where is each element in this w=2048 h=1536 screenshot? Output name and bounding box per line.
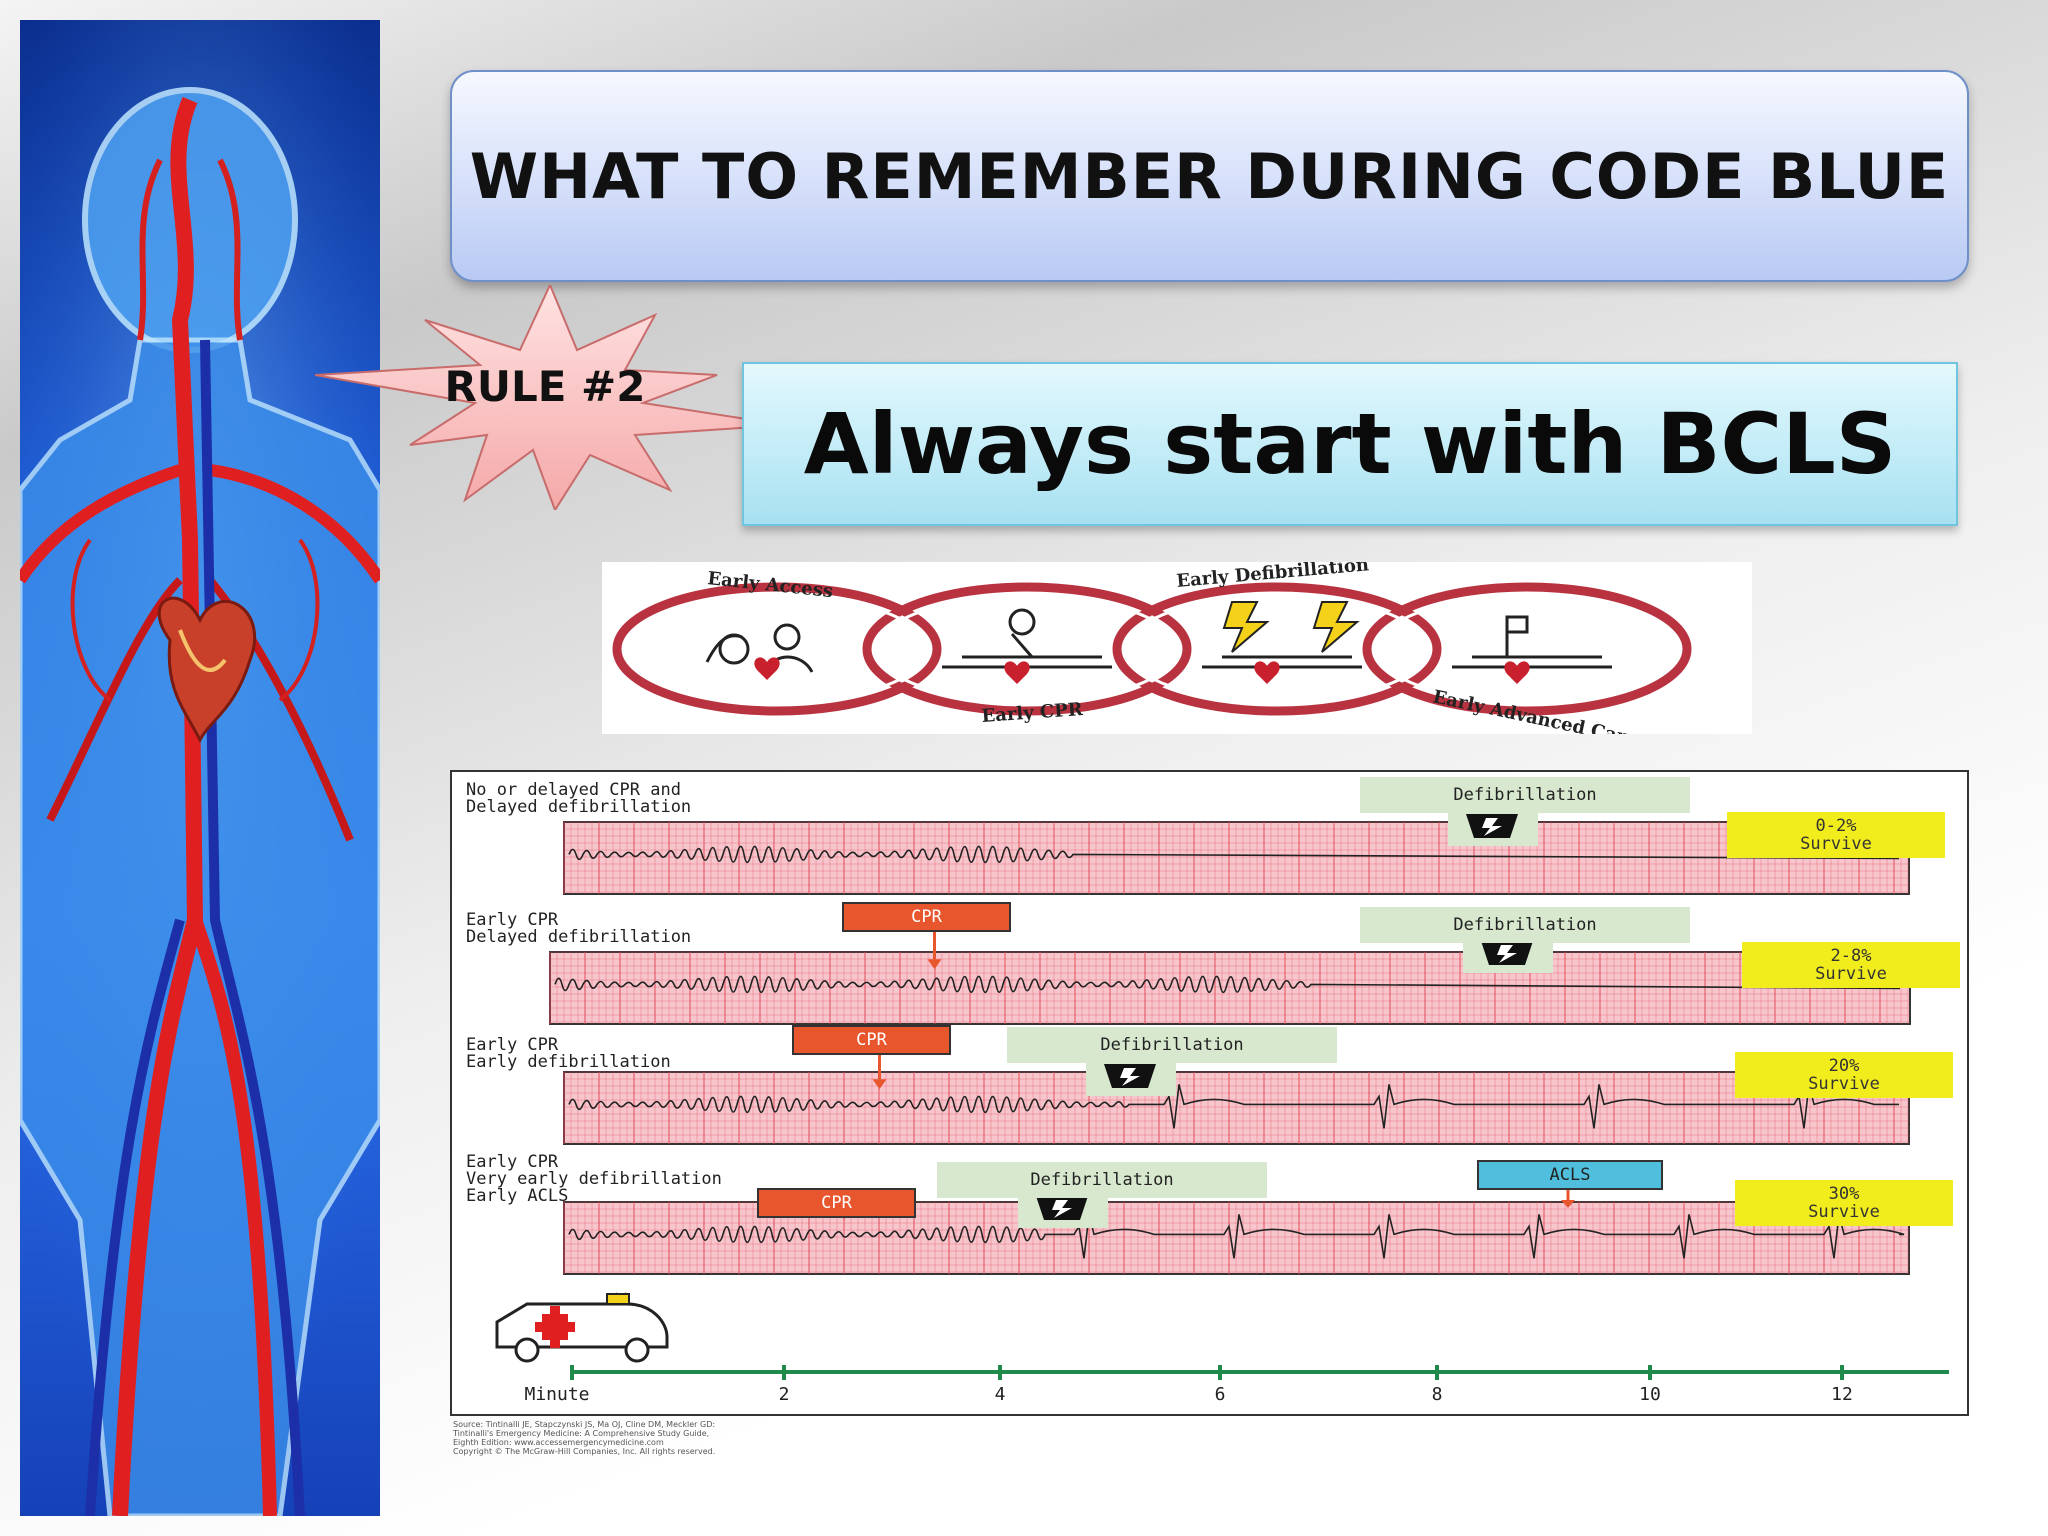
subtitle-text: Always start with BCLS xyxy=(803,395,1897,493)
survival-rate: 30%Survive xyxy=(1735,1180,1953,1226)
heart-icon xyxy=(157,596,257,744)
cpr-label: CPR xyxy=(792,1025,951,1055)
source-note: Source: Tintinalli JE, Stapczynski JS, M… xyxy=(453,1420,1053,1456)
source-line: Tintinalli's Emergency Medicine: A Compr… xyxy=(453,1429,710,1438)
x-tick-label: 6 xyxy=(1214,1384,1226,1405)
defibrillation-label: Defibrillation xyxy=(1360,907,1690,943)
defibrillation-label: Defibrillation xyxy=(1360,777,1690,813)
x-tick-label: 4 xyxy=(994,1384,1006,1405)
survival-rate: 20%Survive xyxy=(1735,1052,1953,1098)
x-tick-label: 8 xyxy=(1431,1384,1443,1405)
x-axis xyxy=(570,1365,1949,1380)
source-line: Source: Tintinalli JE, Stapczynski JS, M… xyxy=(453,1420,716,1429)
defibrillation-label: Defibrillation xyxy=(1007,1027,1337,1063)
slide-title: WHAT TO REMEMBER DURING CODE BLUE xyxy=(469,139,1950,213)
starburst-icon xyxy=(315,285,785,510)
cpr-label: CPR xyxy=(757,1188,916,1218)
source-line: Copyright © The McGraw-Hill Companies, I… xyxy=(453,1447,716,1456)
human-figure-icon xyxy=(20,20,380,1516)
x-tick-label: 10 xyxy=(1639,1384,1661,1405)
x-tick-label: 12 xyxy=(1831,1384,1853,1405)
ambulance-icon xyxy=(495,1292,669,1363)
acls-label: ACLS xyxy=(1477,1160,1663,1190)
shock-icon xyxy=(1086,1058,1176,1096)
survival-rate: 0-2%Survive xyxy=(1727,812,1945,858)
chain-of-survival: Early Access Early CPR Early Defibrillat… xyxy=(602,562,1752,734)
defibrillation-label: Defibrillation xyxy=(937,1162,1267,1198)
shock-icon xyxy=(1448,808,1538,846)
cpr-label: CPR xyxy=(842,902,1011,932)
ecg-strip-2 xyxy=(549,907,1911,1025)
survival-rate: 2-8%Survive xyxy=(1742,942,1960,988)
ecg-strip-1 xyxy=(563,777,1910,895)
rule-badge: RULE #2 xyxy=(444,362,646,411)
title-box: WHAT TO REMEMBER DURING CODE BLUE xyxy=(450,70,1969,282)
circulatory-system-illustration xyxy=(20,20,380,1516)
lightning-bolt-icon xyxy=(1222,601,1360,653)
subtitle-box: Always start with BCLS xyxy=(742,362,1958,526)
heart-icon xyxy=(754,657,1530,684)
chain-label-early-cpr: Early CPR xyxy=(981,699,1085,727)
source-line: Eighth Edition: www.accessemergencymedic… xyxy=(453,1438,664,1447)
x-axis-label: Minute xyxy=(524,1384,590,1405)
x-tick-label: 2 xyxy=(778,1384,790,1405)
